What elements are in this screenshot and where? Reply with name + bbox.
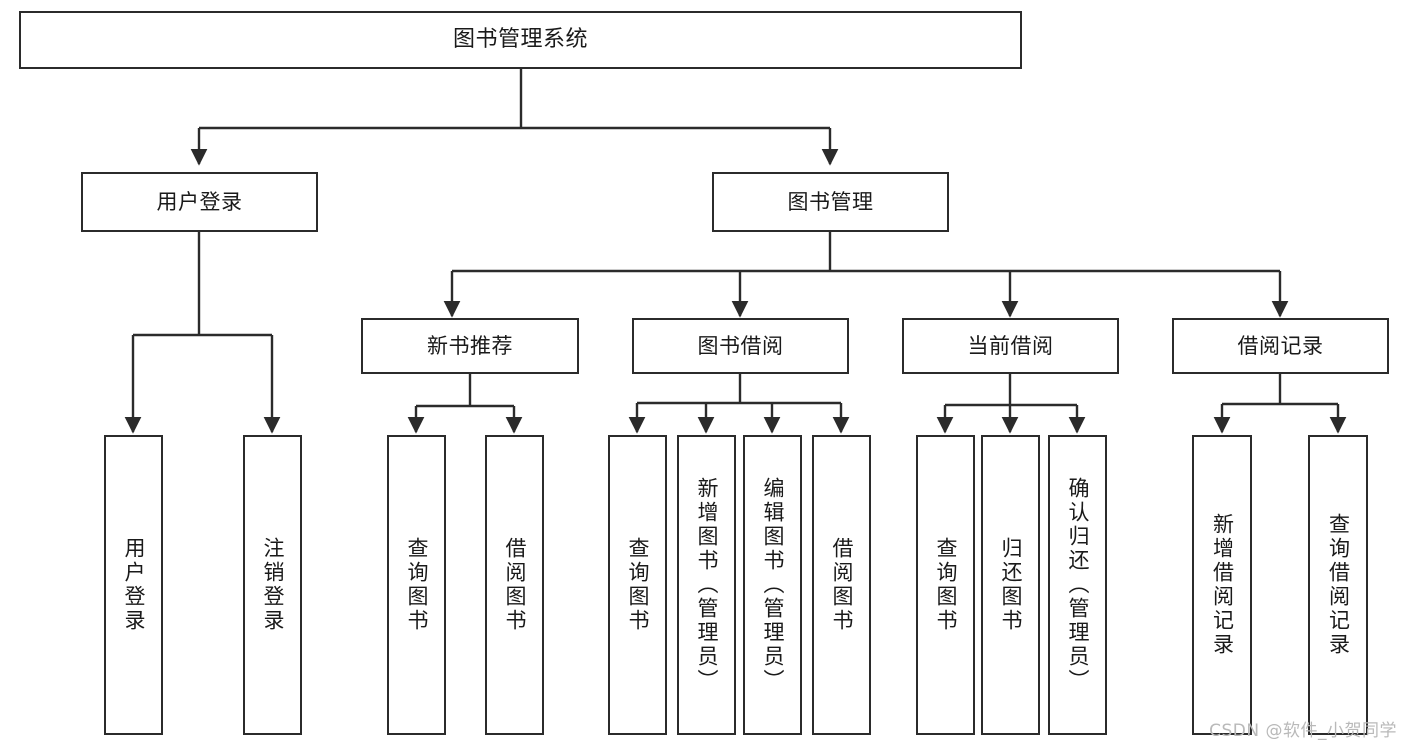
- node-label: 归还图书: [999, 537, 1023, 633]
- node-book-borrow[interactable]: 图书借阅: [632, 318, 849, 374]
- node-borrow-record[interactable]: 借阅记录: [1172, 318, 1389, 374]
- node-label: 借阅图书: [503, 537, 527, 633]
- node-label: 注销登录: [261, 537, 285, 633]
- node-label: 图书借阅: [697, 333, 784, 358]
- node-leaf-add-book-admin[interactable]: 新增图书（管理员）: [677, 435, 736, 735]
- node-leaf-return-book[interactable]: 归还图书: [981, 435, 1040, 735]
- node-label: 借阅记录: [1237, 333, 1324, 358]
- node-label: 图书管理系统: [452, 27, 588, 53]
- node-leaf-query-book-recommend[interactable]: 查询图书: [387, 435, 446, 735]
- node-leaf-query-book-borrow[interactable]: 查询图书: [608, 435, 667, 735]
- node-label: 查询图书: [626, 537, 650, 633]
- node-leaf-borrow-book-recommend[interactable]: 借阅图书: [485, 435, 544, 735]
- node-label: 确认归还（管理员）: [1066, 477, 1090, 693]
- csdn-watermark: CSDN @软件_小贺同学: [1209, 721, 1397, 741]
- node-label: 用户登录: [156, 189, 243, 214]
- node-label: 查询图书: [405, 537, 429, 633]
- node-leaf-confirm-return-admin[interactable]: 确认归还（管理员）: [1048, 435, 1107, 735]
- node-leaf-user-login[interactable]: 用户登录: [104, 435, 163, 735]
- node-leaf-logout-login[interactable]: 注销登录: [243, 435, 302, 735]
- node-leaf-query-borrow-record[interactable]: 查询借阅记录: [1308, 435, 1368, 735]
- node-label: 当前借阅: [967, 333, 1054, 358]
- node-leaf-borrow-book-borrow[interactable]: 借阅图书: [812, 435, 871, 735]
- node-book-management[interactable]: 图书管理: [712, 172, 949, 232]
- node-label: 查询借阅记录: [1326, 513, 1351, 657]
- node-label: 查询图书: [934, 537, 958, 633]
- node-label: 新增图书（管理员）: [695, 477, 719, 693]
- node-label: 用户登录: [122, 537, 146, 633]
- node-leaf-edit-book-admin[interactable]: 编辑图书（管理员）: [743, 435, 802, 735]
- node-leaf-add-borrow-record[interactable]: 新增借阅记录: [1192, 435, 1252, 735]
- node-user-login[interactable]: 用户登录: [81, 172, 318, 232]
- node-root-book-management-system[interactable]: 图书管理系统: [19, 11, 1022, 69]
- node-label: 借阅图书: [830, 537, 854, 633]
- node-label: 图书管理: [787, 189, 874, 214]
- node-leaf-query-book-current[interactable]: 查询图书: [916, 435, 975, 735]
- node-current-borrow[interactable]: 当前借阅: [902, 318, 1119, 374]
- node-label: 编辑图书（管理员）: [761, 477, 785, 693]
- node-label: 新增借阅记录: [1210, 513, 1235, 657]
- node-new-book-recommend[interactable]: 新书推荐: [361, 318, 579, 374]
- node-label: 新书推荐: [427, 333, 513, 358]
